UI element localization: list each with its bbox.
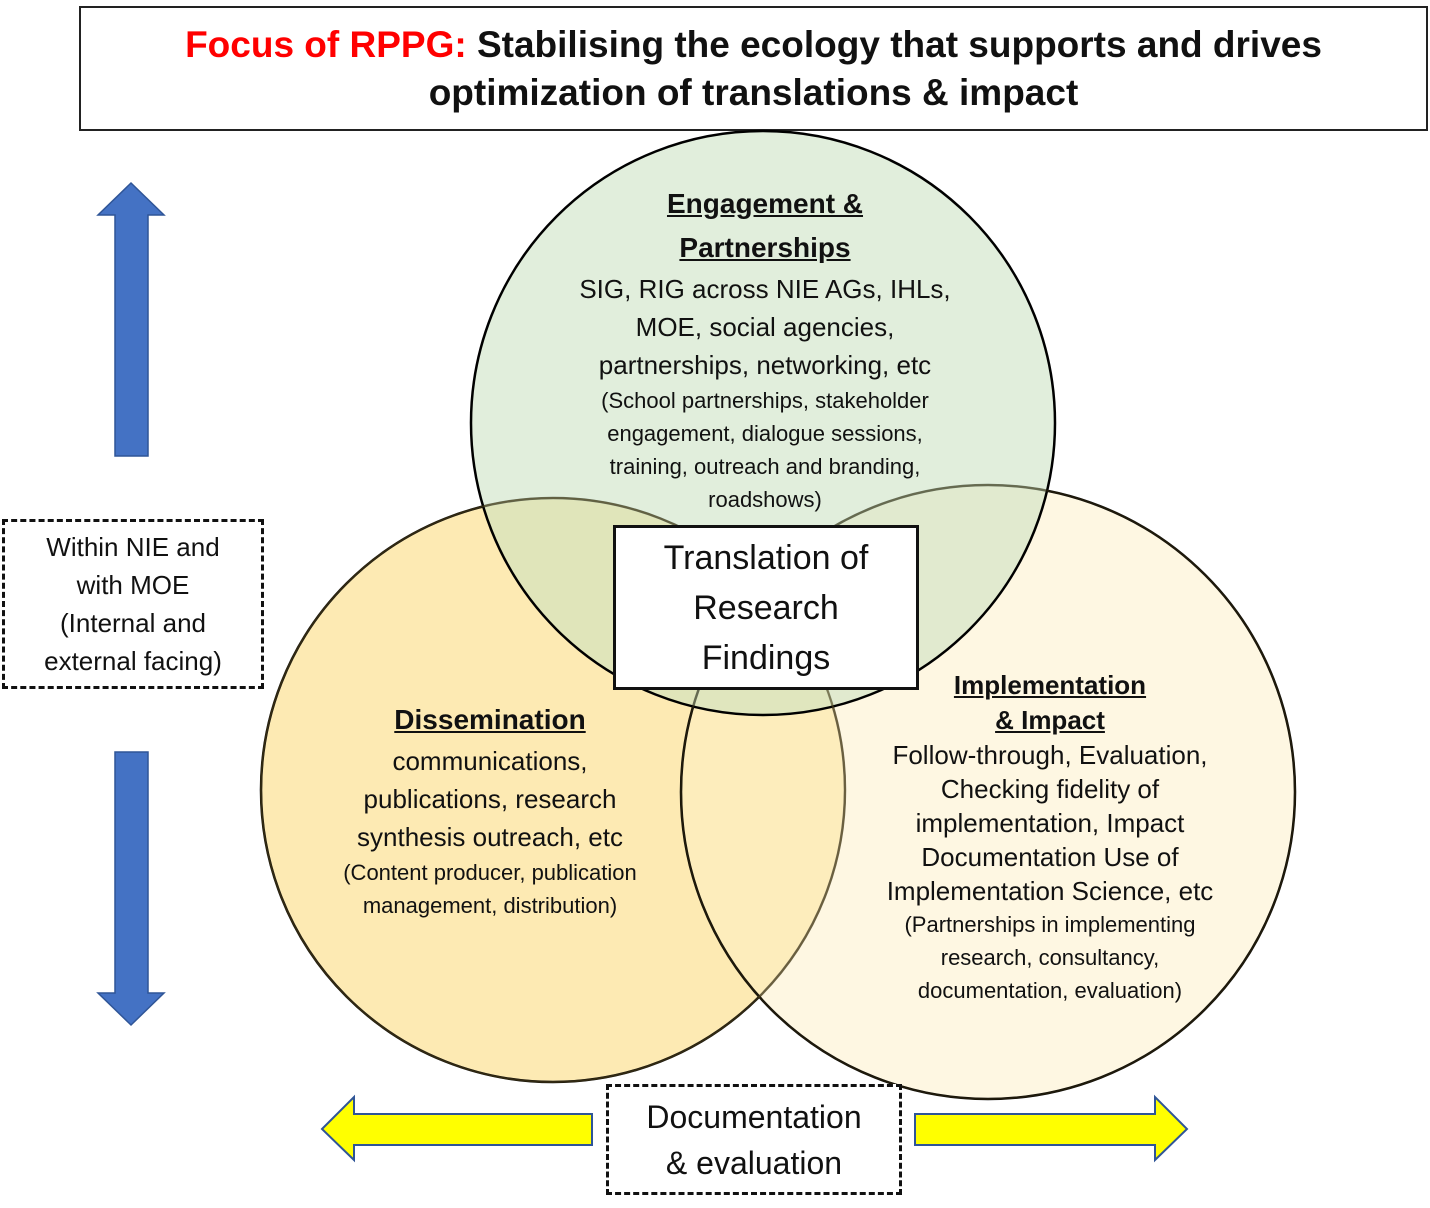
- translation-box: Translation of Research Findings: [613, 525, 919, 690]
- implementation-text: Implementation & Impact Follow-through, …: [850, 668, 1250, 1007]
- engagement-detail-2: engagement, dialogue sessions,: [607, 421, 923, 446]
- implementation-detail-3: documentation, evaluation): [917, 978, 1183, 1003]
- implementation-body-4: Documentation Use of: [921, 842, 1179, 872]
- scope-line-3: (Internal and: [60, 608, 206, 638]
- implementation-body-2: Checking fidelity of: [940, 774, 1160, 804]
- title-box: Focus of RPPG: Stabilising the ecology t…: [79, 6, 1428, 131]
- title-line-2: optimization of translations & impact: [428, 71, 1079, 113]
- documentation-line-2: & evaluation: [665, 1144, 843, 1181]
- engagement-body-1: SIG, RIG across NIE AGs, IHLs,: [579, 274, 951, 304]
- documentation-line-1: Documentation: [646, 1098, 862, 1135]
- title-prefix: Focus of RPPG:: [185, 23, 467, 65]
- arrow-up-icon: [96, 181, 166, 457]
- implementation-detail-2: research, consultancy,: [940, 945, 1160, 970]
- arrow-down-icon: [96, 751, 166, 1027]
- translation-line-3: Findings: [701, 638, 831, 677]
- translation-line-1: Translation of: [663, 538, 869, 577]
- scope-line-4: external facing): [44, 646, 222, 676]
- title-line-1: Focus of RPPG: Stabilising the ecology t…: [185, 21, 1322, 69]
- engagement-detail-3: training, outreach and branding,: [609, 454, 921, 479]
- dissemination-outline: [260, 497, 846, 1083]
- dissemination-heading: Dissemination: [394, 704, 586, 735]
- translation-line-2: Research: [693, 588, 839, 627]
- scope-line-2: with MOE: [76, 570, 190, 600]
- title-text-1: Stabilising the ecology that supports an…: [476, 23, 1322, 65]
- dissemination-detail-2: management, distribution): [362, 893, 618, 918]
- implementation-heading-2: & Impact: [995, 705, 1105, 735]
- dissemination-body-2: publications, research: [363, 784, 617, 814]
- arrow-right-icon: [914, 1094, 1189, 1163]
- dissemination-text: Dissemination communications, publicatio…: [300, 698, 680, 922]
- implementation-detail-1: (Partnerships in implementing: [904, 912, 1196, 937]
- scope-box: Within NIE and with MOE (Internal and ex…: [2, 519, 264, 689]
- dissemination-body-1: communications,: [392, 746, 588, 776]
- engagement-heading-1: Engagement &: [666, 188, 864, 219]
- scope-line-1: Within NIE and: [46, 532, 220, 562]
- documentation-box: Documentation & evaluation: [606, 1084, 902, 1195]
- implementation-body-1: Follow-through, Evaluation,: [892, 740, 1208, 770]
- dissemination-detail-1: (Content producer, publication: [343, 860, 637, 885]
- arrow-left-icon: [320, 1094, 593, 1163]
- engagement-heading-2: Partnerships: [679, 232, 851, 263]
- implementation-body-5: Implementation Science, etc: [886, 876, 1214, 906]
- dissemination-body-3: synthesis outreach, etc: [357, 822, 623, 852]
- engagement-body-3: partnerships, networking, etc: [598, 350, 932, 380]
- engagement-detail-1: (School partnerships, stakeholder: [601, 388, 929, 413]
- engagement-detail-4: roadshows): [708, 487, 822, 512]
- engagement-text: Engagement & Partnerships SIG, RIG acros…: [530, 182, 1000, 516]
- engagement-body-2: MOE, social agencies,: [635, 312, 895, 342]
- implementation-heading-1: Implementation: [953, 670, 1147, 700]
- implementation-outline: [680, 484, 1296, 1100]
- implementation-body-3: implementation, Impact: [915, 808, 1185, 838]
